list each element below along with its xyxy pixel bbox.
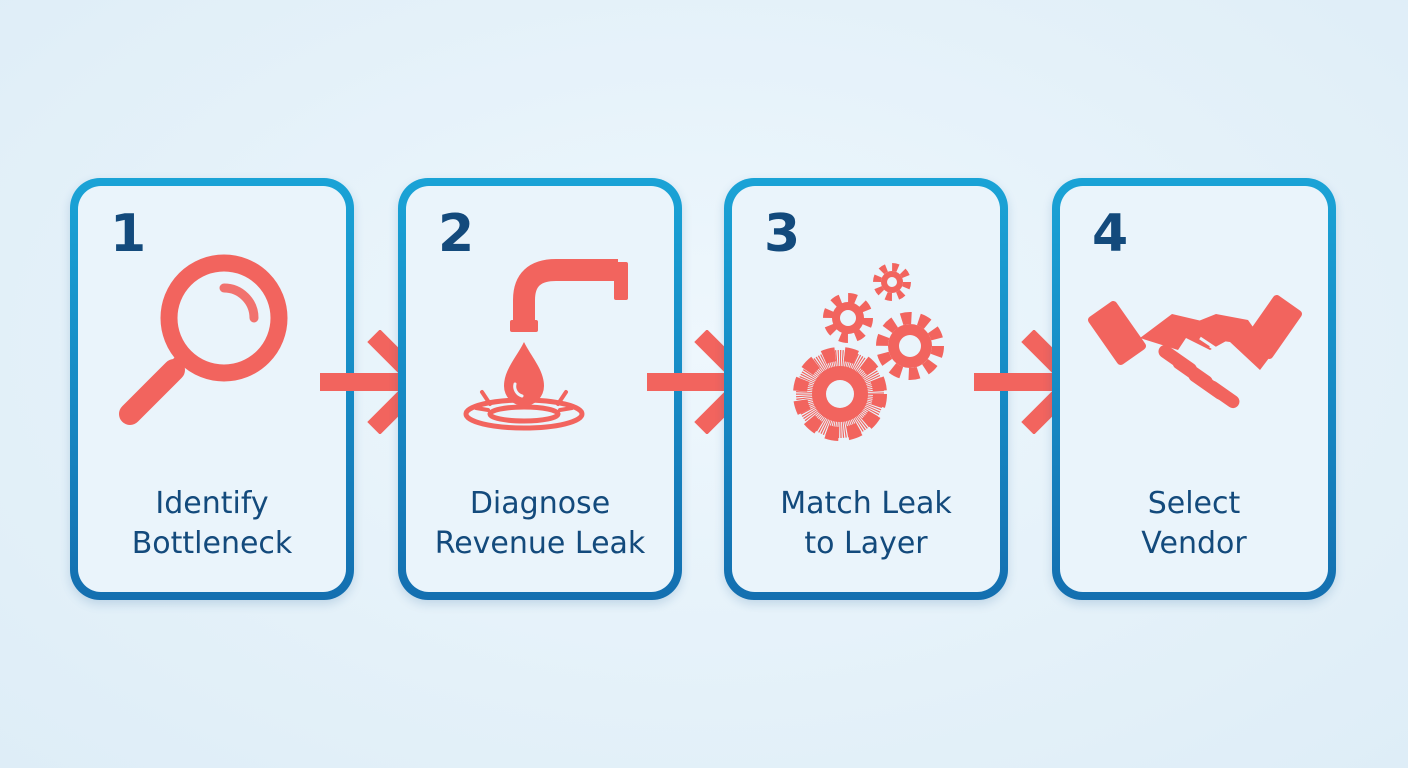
step-label-line: Diagnose — [469, 486, 611, 521]
step-label-line: Match Leak — [780, 486, 952, 521]
step-label-line: Identify — [155, 486, 269, 521]
step-card-4: 4 — [1052, 178, 1336, 600]
gears-icon — [732, 242, 1000, 452]
step-label-line: Bottleneck — [131, 526, 293, 561]
step-label: Diagnose Revenue Leak — [416, 484, 664, 564]
step-label-line: Vendor — [1141, 526, 1247, 561]
handshake-icon — [1060, 242, 1328, 452]
step-label-line: Select — [1147, 486, 1241, 521]
step-number: 1 — [110, 204, 147, 264]
step-number: 2 — [438, 204, 475, 264]
step-card-1-body: 1 Identify Bottleneck — [78, 186, 346, 592]
step-number: 3 — [764, 204, 801, 264]
magnifying-glass-icon — [78, 242, 346, 452]
step-card-4-body: 4 — [1060, 186, 1328, 592]
step-card-3: 3 — [724, 178, 1008, 600]
leaking-pipe-icon — [406, 242, 674, 452]
step-label-line: to Layer — [804, 526, 928, 561]
step-card-3-body: 3 — [732, 186, 1000, 592]
step-card-2: 2 Diagnose Revenue Leak — [398, 178, 682, 600]
step-label: Identify Bottleneck — [88, 484, 336, 564]
step-label: Match Leak to Layer — [742, 484, 990, 564]
step-label: Select Vendor — [1070, 484, 1318, 564]
step-label-line: Revenue Leak — [434, 526, 646, 561]
step-card-1: 1 Identify Bottleneck — [70, 178, 354, 600]
step-number: 4 — [1092, 204, 1129, 264]
step-card-2-body: 2 Diagnose Revenue Leak — [406, 186, 674, 592]
